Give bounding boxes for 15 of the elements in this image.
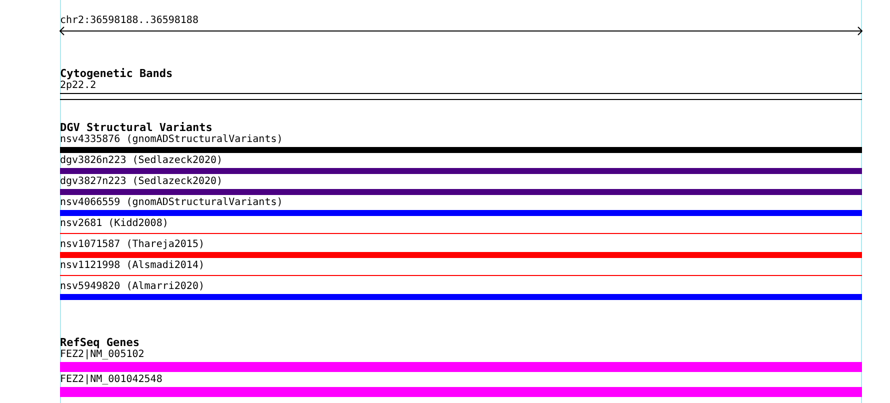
feature-label: nsv1121998 (Alsmadi2014) (60, 260, 204, 272)
feature-label: nsv5949820 (Almarri2020) (60, 281, 204, 293)
feature-label: FEZ2|NM_001042548 (60, 374, 162, 386)
feature-label: nsv1071587 (Thareja2015) (60, 239, 204, 251)
track-heading: DGV Structural Variants (60, 122, 212, 134)
feature-label: dgv3826n223 (Sedlazeck2020) (60, 155, 223, 167)
feature-label: FEZ2|NM_005102 (60, 349, 144, 361)
feature-label: dgv3827n223 (Sedlazeck2020) (60, 176, 223, 188)
feature-label: nsv2681 (Kidd2008) (60, 218, 168, 230)
feature-label: nsv4335876 (gnomADStructuralVariants) (60, 134, 283, 146)
feature-label: nsv4066559 (gnomADStructuralVariants) (60, 197, 283, 209)
track-heading: Cytogenetic Bands (60, 68, 173, 80)
band-label: 2p22.2 (60, 80, 96, 92)
coordinate-label: chr2:36598188..36598188 (60, 15, 198, 27)
track-heading: RefSeq Genes (60, 337, 140, 349)
